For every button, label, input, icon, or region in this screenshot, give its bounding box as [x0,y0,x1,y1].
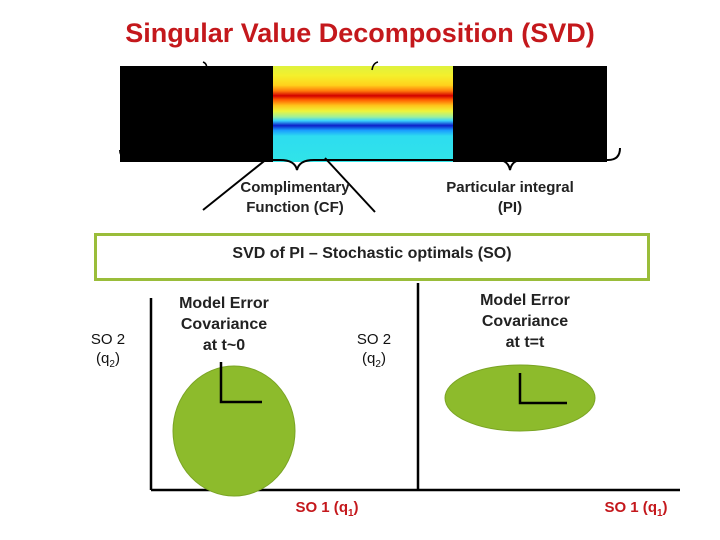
right-x-axis-label: SO 1 (q1) [604,499,668,519]
cf-label: Complimentary Function (CF) [200,178,390,218]
right-x-var: q [647,499,657,516]
cf-label-line1: Complimentary [240,179,350,196]
left-cov-line3: at t~0 [202,337,246,354]
left-y-label-line1: SO 2 [90,331,126,348]
right-y-label-line2: (q2) [362,350,386,370]
cf-arrow-left [202,157,269,211]
left-x-axis-label: SO 1 (q1) [295,499,359,519]
left-y-sub: 2 [109,359,115,370]
right-y-label-line1: SO 2 [356,331,392,348]
right-cov-line2: Covariance [481,313,569,330]
so-header-box [94,233,650,281]
left-covariance-label: Model Error Covariance at t~0 [164,293,284,356]
top-tick-right [371,61,379,71]
pi-label: Particular integral (PI) [410,178,610,218]
cf-arrow-right [324,157,376,213]
right-x-main: SO 1 [604,499,639,516]
right-cov-line3: at t=t [505,334,545,351]
right-x-sub: 1 [656,508,663,519]
pi-label-line1: Particular integral [446,179,574,196]
right-y-axis-label: SO 2 (q2) [344,330,404,370]
left-cov-line1: Model Error [179,295,269,312]
pi-label-line2: (PI) [497,199,523,216]
cf-brace [119,149,450,171]
left-y-var: q [101,350,110,367]
left-x-var: q [338,499,348,516]
pi-brace [395,147,621,171]
cf-label-line2: Function (CF) [246,199,344,216]
left-y-axis-label: SO 2 (q2) [78,330,138,370]
spectrum-color-band [273,66,453,162]
so-header-text: SVD of PI – Stochastic optimals (SO) [232,245,512,262]
left-x-sub: 1 [347,508,354,519]
right-y-var: q [367,350,376,367]
right-eigen-vectors [518,373,567,405]
left-eigen-vectors [219,362,262,404]
right-cov-line1: Model Error [480,292,570,309]
left-x-main: SO 1 [295,499,330,516]
left-cov-line2: Covariance [180,316,268,333]
right-y-sub: 2 [375,359,381,370]
left-y-label-line2: (q2) [96,350,120,370]
top-tick-left [202,61,208,71]
right-covariance-label: Model Error Covariance at t=t [460,290,590,353]
slide-title: Singular Value Decomposition (SVD) [125,18,595,48]
left-covariance-ellipse [172,365,296,497]
svd-spectrum-image [120,66,607,162]
